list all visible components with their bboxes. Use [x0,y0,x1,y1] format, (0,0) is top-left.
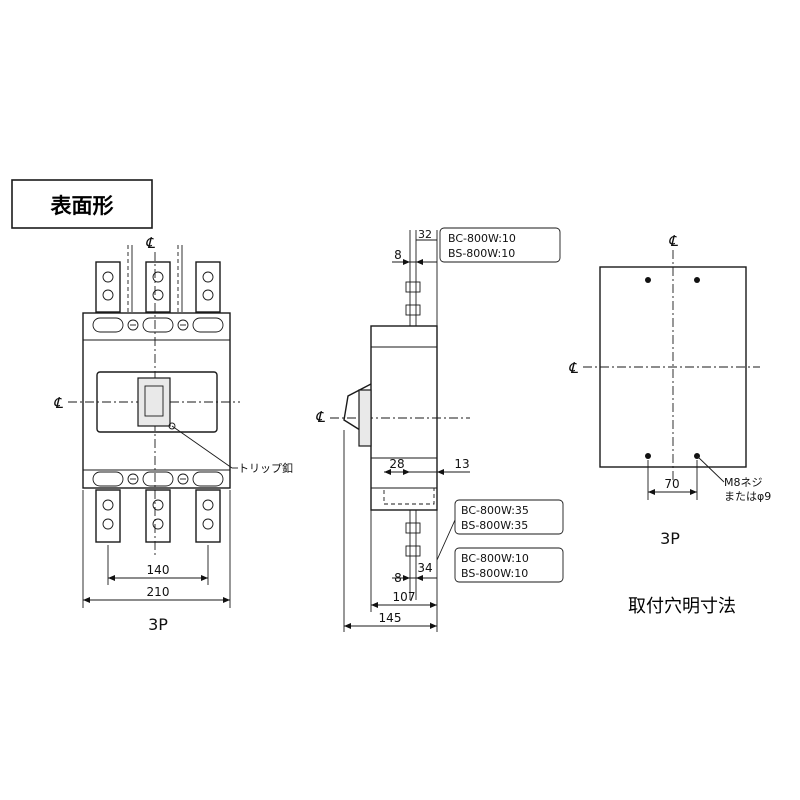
mount-outline [599,266,747,468]
mount-hole-top-left [645,277,651,283]
front-handle-window [96,371,218,433]
front-bottom-bus-bars [95,489,221,543]
title-box: 表面形 [11,179,153,229]
side-note-bottom-line2: BS-800W:10 [461,567,528,580]
side-dim-13: 13 [454,457,469,471]
front-dim-210: 210 [147,585,170,599]
side-dim-top-8: 8 [394,248,402,262]
front-pole-label: 3P [148,615,168,634]
mount-centerline-h-symbol: ℄ [568,359,578,377]
side-dim-28: 28 [389,457,404,471]
front-centerline-v-symbol: ℄ [145,234,155,252]
front-body-outline [82,312,231,489]
trip-button-label: トリップ釦 [238,461,293,475]
side-note-mid-line1: BC-800W:35 [461,504,529,517]
mount-screw-note-line2: またはφ9 [724,490,771,503]
side-note-mid-line2: BS-800W:35 [461,519,528,532]
mount-hole-top-right [694,277,700,283]
mount-pole-label: 3P [660,529,680,548]
front-bottom-terminal-strip [92,471,224,487]
mount-centerline-v-symbol: ℄ [668,232,678,250]
side-note-bottom-box [454,547,564,583]
mount-caption: 取付穴明寸法 [628,596,736,617]
mount-hole-bottom-left [645,453,651,459]
front-centerline-h-symbol: ℄ [53,394,63,412]
side-dim-145: 145 [379,611,402,625]
trip-button [168,422,176,430]
mounting-view: ℄ ℄ 70 M8ネジ またはφ9 3P 取付穴明寸法 [568,232,771,617]
side-note-top-line1: BC-800W:10 [448,232,516,245]
side-view: ℄ 8 32 BC-800W:10 BS-800W:10 [315,227,564,632]
title-text: 表面形 [51,194,114,218]
front-top-bus-bars [95,245,221,313]
side-centerline-symbol: ℄ [315,408,325,426]
front-dim-140: 140 [147,563,170,577]
front-handle [137,377,171,427]
front-view: ℄ ℄ [53,234,293,634]
side-note-top-line2: BS-800W:10 [448,247,515,260]
mount-screw-note-line1: M8ネジ [724,476,763,489]
side-note-mid-box [454,499,564,535]
side-note-bottom-line1: BC-800W:10 [461,552,529,565]
side-dim-34: 34 [417,561,432,575]
side-dim-bottom-8: 8 [394,571,402,585]
mount-dim-70: 70 [664,477,679,491]
front-top-terminal-strip [92,317,224,333]
side-dim-107: 107 [393,590,416,604]
side-note-top-box [439,227,561,263]
side-dim-top-32: 32 [418,228,432,241]
